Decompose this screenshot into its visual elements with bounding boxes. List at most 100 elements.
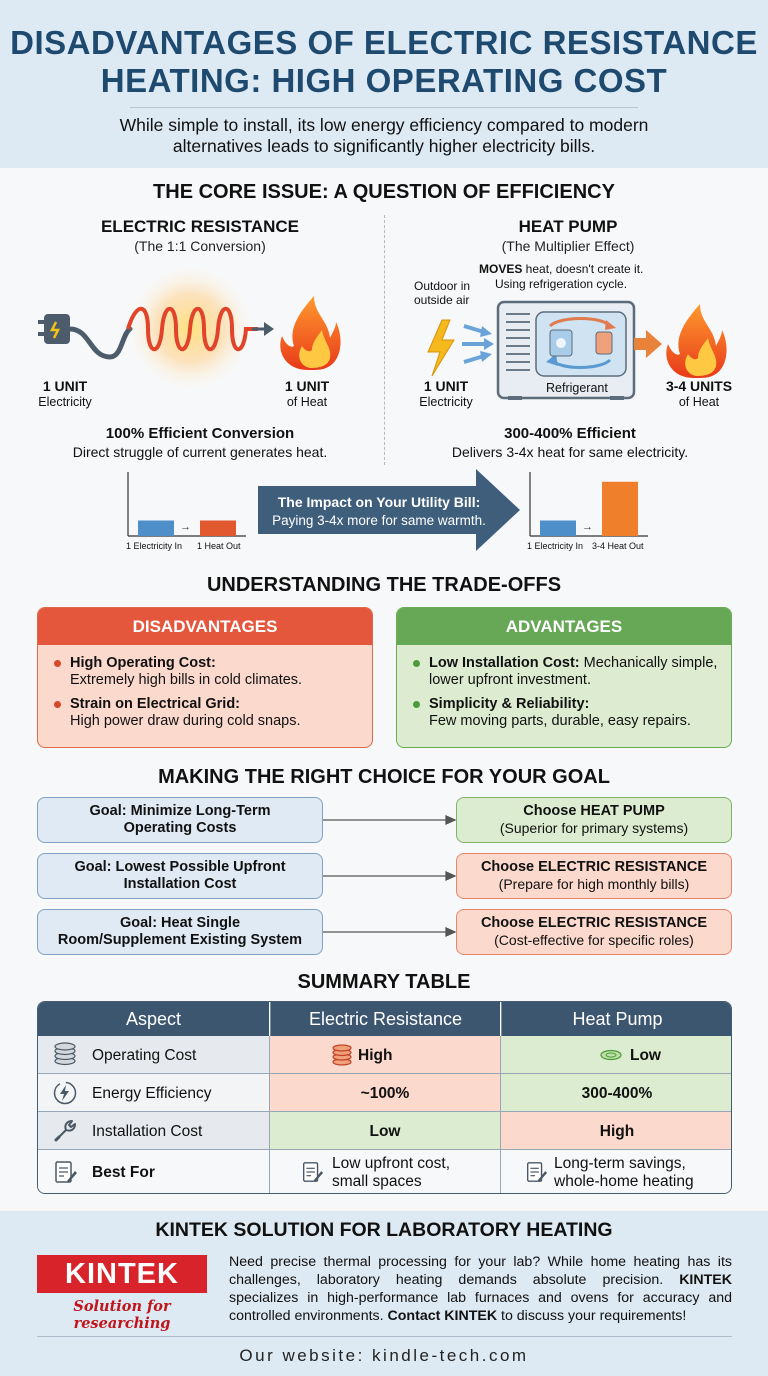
heat-out-bar xyxy=(200,520,236,536)
bullet-icon xyxy=(54,660,61,667)
choice-label: Choose ELECTRIC RESISTANCE xyxy=(480,859,708,875)
chart-arrow: → xyxy=(180,521,191,533)
goal-box-operating: Goal: Minimize Long-Term Operating Costs xyxy=(37,797,323,843)
heatpump-operating-cost: Low xyxy=(630,1047,661,1064)
heatpump-chart-out-label: 3-4 Heat Out xyxy=(592,541,644,551)
air-flow-arrows xyxy=(462,324,494,364)
outdoor-air-label: Outdoor in outside air xyxy=(414,279,470,307)
footer-divider xyxy=(37,1336,732,1337)
heat-pump-unit-icon xyxy=(496,300,636,400)
heating-coil-icon xyxy=(126,266,258,390)
header-label: Heat Pump xyxy=(572,1009,663,1029)
goal-box-single-room: Goal: Heat Single Room/Supplement Existi… xyxy=(37,909,323,955)
heatpump-cycle-text: Using refrigeration cycle. xyxy=(495,277,628,291)
header-electric: Electric Resistance xyxy=(270,1002,500,1036)
choice-title: MAKING THE RIGHT CHOICE FOR YOUR GOAL xyxy=(158,766,610,788)
chart-arrow: → xyxy=(582,521,593,533)
electric-chart-out-label: 1 Heat Out xyxy=(197,541,241,551)
outdoor-line-2: outside air xyxy=(414,293,470,307)
electric-efficiency-desc: Direct struggle of current generates hea… xyxy=(72,444,328,460)
goal-line-2: Room/Supplement Existing System xyxy=(57,932,303,948)
heatpump-input-label: Electricity xyxy=(419,395,473,409)
list-item: Simplicity & Reliability:Few moving part… xyxy=(411,696,721,730)
bullet-icon xyxy=(54,701,61,708)
heatpump-chart-in-label: 1 Electricity In xyxy=(527,541,584,551)
aspect-operating-cost: Operating Cost xyxy=(92,1047,197,1064)
list-item: Low Installation Cost: Mechanically simp… xyxy=(411,655,721,689)
disadvantages-box: DISADVANTAGES High Operating Cost:Extrem… xyxy=(37,607,373,748)
electric-column-subtitle: (The 1:1 Conversion) xyxy=(134,238,266,254)
choice-box-heatpump: Choose HEAT PUMP (Superior for primary s… xyxy=(456,797,732,843)
goal-line-2: Operating Costs xyxy=(123,820,237,836)
goal-line-1: Goal: Heat Single xyxy=(119,915,241,931)
footer-banner xyxy=(0,1211,768,1376)
choice-label: Choose HEAT PUMP xyxy=(523,803,665,819)
header-label: Aspect xyxy=(125,1009,182,1029)
heatpump-column-subtitle: (The Multiplier Effect) xyxy=(501,238,635,254)
heatpump-output-label: of Heat xyxy=(678,395,720,409)
document-icon xyxy=(303,1162,324,1182)
grid-line xyxy=(269,1036,270,1193)
goal-line-2: Installation Cost xyxy=(123,876,237,892)
electric-installation-cost: Low xyxy=(369,1123,401,1140)
disadvantages-list: High Operating Cost:Extremely high bills… xyxy=(38,645,372,730)
grid-line xyxy=(500,1036,501,1193)
header-divider xyxy=(130,107,638,108)
impact-title: The Impact on Your Utility Bill: xyxy=(277,494,481,510)
best-for-line-2: whole-home heating xyxy=(554,1173,694,1190)
electric-efficiency-title: 100% Efficient Conversion xyxy=(105,425,295,442)
arrow-right-icon xyxy=(252,322,274,336)
heatpump-moves-text: MOVES heat, doesn't create it. xyxy=(479,262,643,276)
website-link[interactable]: Our website: kindle-tech.com xyxy=(239,1346,529,1365)
table-row xyxy=(38,1112,269,1149)
output-arrow-icon xyxy=(634,330,662,358)
electricity-in-bar xyxy=(138,520,174,536)
heatpump-best-for: Long-term savings, whole-home heating xyxy=(554,1155,694,1191)
core-issue-title: THE CORE ISSUE: A QUESTION OF EFFICIENCY xyxy=(153,181,615,203)
list-item: Strain on Electrical Grid:High power dra… xyxy=(52,696,362,730)
bullet-icon xyxy=(413,701,420,708)
item-bold: Low Installation Cost: xyxy=(429,655,580,671)
footer-title: KINTEK SOLUTION FOR LABORATORY HEATING xyxy=(155,1219,613,1241)
item-text: High power draw during cold snaps. xyxy=(70,713,301,729)
heatpump-moves-rest: heat, doesn't create it. xyxy=(522,262,644,276)
body-text: specializes in high-performance lab furn… xyxy=(229,1290,732,1324)
heatpump-installation-cost: High xyxy=(599,1123,635,1140)
cell-bg-green xyxy=(270,1112,500,1149)
table-row xyxy=(38,1150,731,1193)
lightning-bolt-icon xyxy=(427,319,455,377)
subtitle-line-2: alternatives leads to significantly high… xyxy=(172,136,596,156)
heat-out-bar xyxy=(602,481,638,536)
kintek-logo xyxy=(37,1255,207,1293)
electric-best-for: Low upfront cost, small spaces xyxy=(332,1155,450,1191)
best-for-line-1: Long-term savings, xyxy=(554,1155,686,1172)
item-bold: Simplicity & Reliability: xyxy=(429,696,590,712)
impact-desc: Paying 3-4x more for same warmth. xyxy=(272,513,486,528)
advantages-box: ADVANTAGES Low Installation Cost: Mechan… xyxy=(396,607,732,748)
document-icon xyxy=(527,1162,548,1182)
electric-efficiency: ~100% xyxy=(360,1085,410,1102)
flame-icon xyxy=(666,304,727,378)
coins-icon xyxy=(332,1044,352,1066)
bullet-icon xyxy=(413,660,420,667)
outdoor-line-1: Outdoor in xyxy=(414,279,471,293)
grid-line xyxy=(38,1149,731,1150)
disadvantages-header: DISADVANTAGES xyxy=(38,608,372,645)
best-for-line-2: small spaces xyxy=(332,1173,422,1190)
heatpump-efficiency-title: 300-400% Efficient xyxy=(504,425,636,442)
aspect-best-for: Best For xyxy=(92,1164,155,1181)
advantages-header: ADVANTAGES xyxy=(397,608,731,645)
contact-kintek-link[interactable]: Contact KINTEK xyxy=(387,1308,498,1324)
cell-bg-green xyxy=(501,1074,731,1111)
grid-line xyxy=(38,1111,731,1112)
heatpump-efficiency: 300-400% xyxy=(581,1085,653,1102)
title-line-2: HEATING: HIGH OPERATING COST xyxy=(100,62,668,99)
summary-table: Aspect Electric Resistance Heat Pump Ope… xyxy=(37,1001,732,1194)
flame-icon xyxy=(280,296,341,370)
choice-box-resistance-room: Choose ELECTRIC RESISTANCE (Cost-effecti… xyxy=(456,909,732,955)
item-text: Few moving parts, durable, easy repairs. xyxy=(429,713,691,729)
goal-box-upfront: Goal: Lowest Possible Upfront Installati… xyxy=(37,853,323,899)
goal-line-1: Goal: Minimize Long-Term xyxy=(89,803,271,819)
choice-box-resistance-upfront: Choose ELECTRIC RESISTANCE (Prepare for … xyxy=(456,853,732,899)
header-heatpump: Heat Pump xyxy=(501,1002,731,1036)
